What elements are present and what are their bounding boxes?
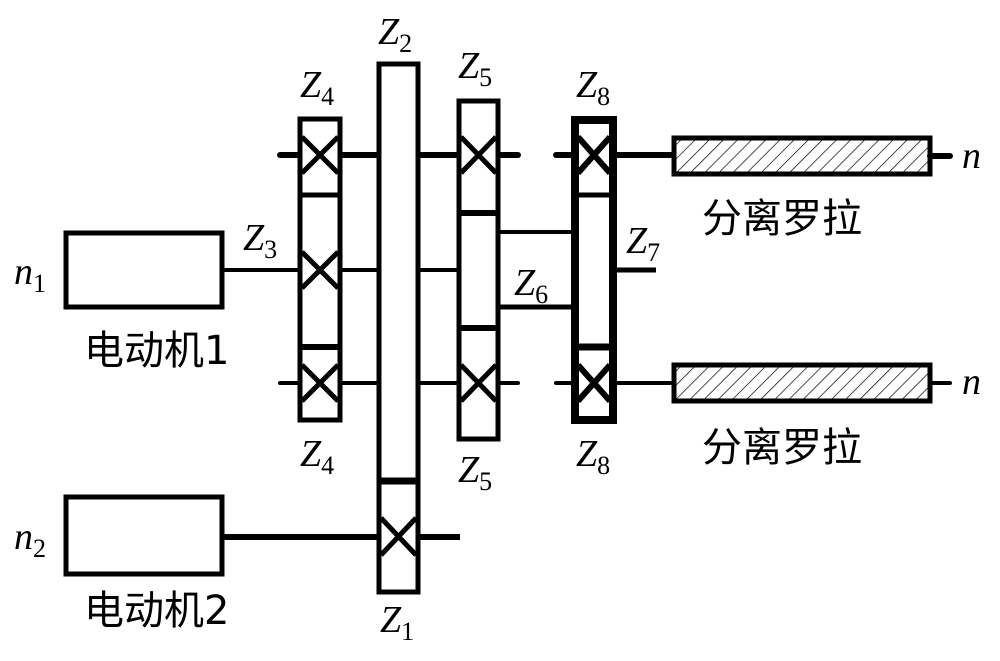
motor-1-label: 电动机1 [84, 328, 229, 374]
bearing-cross-icon [459, 363, 498, 403]
gear-column-z2-z1 [376, 61, 421, 595]
gear-column-z4 [297, 116, 343, 423]
motor-1: n1 电动机1 [14, 230, 300, 374]
gear-column-z8 [571, 116, 617, 424]
z2-z1-column-body [376, 61, 421, 595]
bearing-cross-icon [379, 516, 418, 557]
gear-label-z8-top: Z8 [576, 64, 610, 111]
motor-1-speed-label: n1 [14, 251, 46, 298]
roller-bottom: n 分离罗拉 [671, 361, 981, 471]
gear-label-z5-bottom: Z5 [458, 449, 492, 496]
z8-column-body [571, 116, 617, 424]
gear-label-z4-bottom: Z4 [300, 433, 334, 480]
gear-label-z3: Z3 [243, 217, 277, 264]
bearing-cross-icon [300, 250, 340, 290]
bearing-cross-icon [459, 135, 498, 175]
gear-label-z2: Z2 [378, 11, 412, 58]
gear-label-z1: Z1 [380, 599, 414, 646]
gear-label-z5-top: Z5 [458, 45, 492, 92]
motor-2: n2 电动机2 [14, 494, 460, 634]
gear-label-z8-bottom: Z8 [576, 433, 610, 480]
motor-2-body [63, 494, 225, 577]
roller-top-body [671, 135, 933, 177]
roller-top: n 分离罗拉 [671, 135, 981, 242]
bearing-cross-icon [575, 135, 613, 175]
roller-top-label: 分离罗拉 [702, 196, 862, 242]
motor-2-speed-label: n2 [14, 516, 46, 563]
gear-label-z7: Z7 [626, 220, 660, 267]
gear-label-z6: Z6 [514, 262, 548, 309]
gear-column-z5 [456, 98, 501, 442]
gear-label-z4-top: Z4 [300, 64, 334, 111]
motor-2-label: 电动机2 [84, 588, 229, 634]
bearing-cross-icon [300, 135, 340, 175]
motor-1-body [63, 230, 225, 310]
roller-top-speed-label: n [962, 135, 981, 177]
roller-bottom-body [671, 362, 933, 404]
roller-bottom-label: 分离罗拉 [702, 425, 862, 471]
roller-bottom-speed-label: n [962, 361, 981, 403]
gear-labels: Z2 Z4 Z5 Z8 Z3 Z6 Z7 Z4 Z5 Z8 Z1 [243, 11, 660, 646]
bearing-cross-icon [300, 363, 340, 403]
bearing-cross-icon [575, 363, 613, 403]
